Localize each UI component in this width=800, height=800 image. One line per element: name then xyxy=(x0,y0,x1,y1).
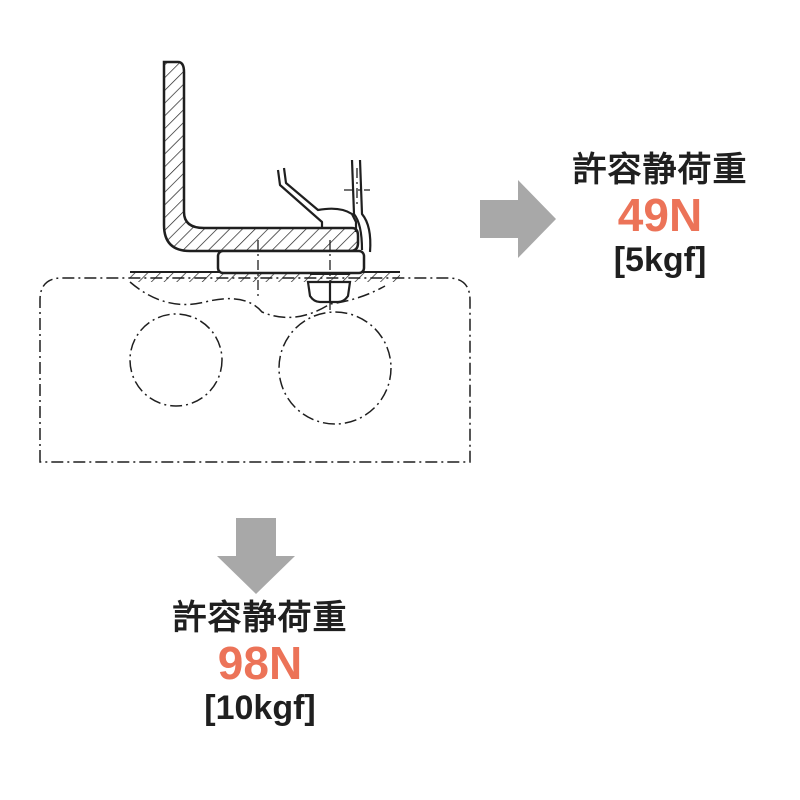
down-load-title: 許容静荷重 xyxy=(172,598,348,638)
down-load-label: 許容静荷重 98N [10kgf] xyxy=(140,598,380,728)
bolt-head xyxy=(306,273,352,304)
mounting-plate xyxy=(216,249,366,275)
down-load-kgf: [10kgf] xyxy=(204,689,316,727)
down-load-value: 98N xyxy=(217,637,303,689)
side-load-label: 許容静荷重 49N [5kgf] xyxy=(540,150,780,280)
phantom-base-block xyxy=(39,277,471,463)
down-load-arrow xyxy=(217,518,295,594)
side-load-title: 許容静荷重 xyxy=(572,150,748,190)
spring-clip xyxy=(276,159,372,253)
side-load-arrow xyxy=(480,180,556,258)
side-load-kgf: [5kgf] xyxy=(613,241,707,279)
side-load-value: 49N xyxy=(617,189,703,241)
angle-bracket xyxy=(162,60,360,253)
